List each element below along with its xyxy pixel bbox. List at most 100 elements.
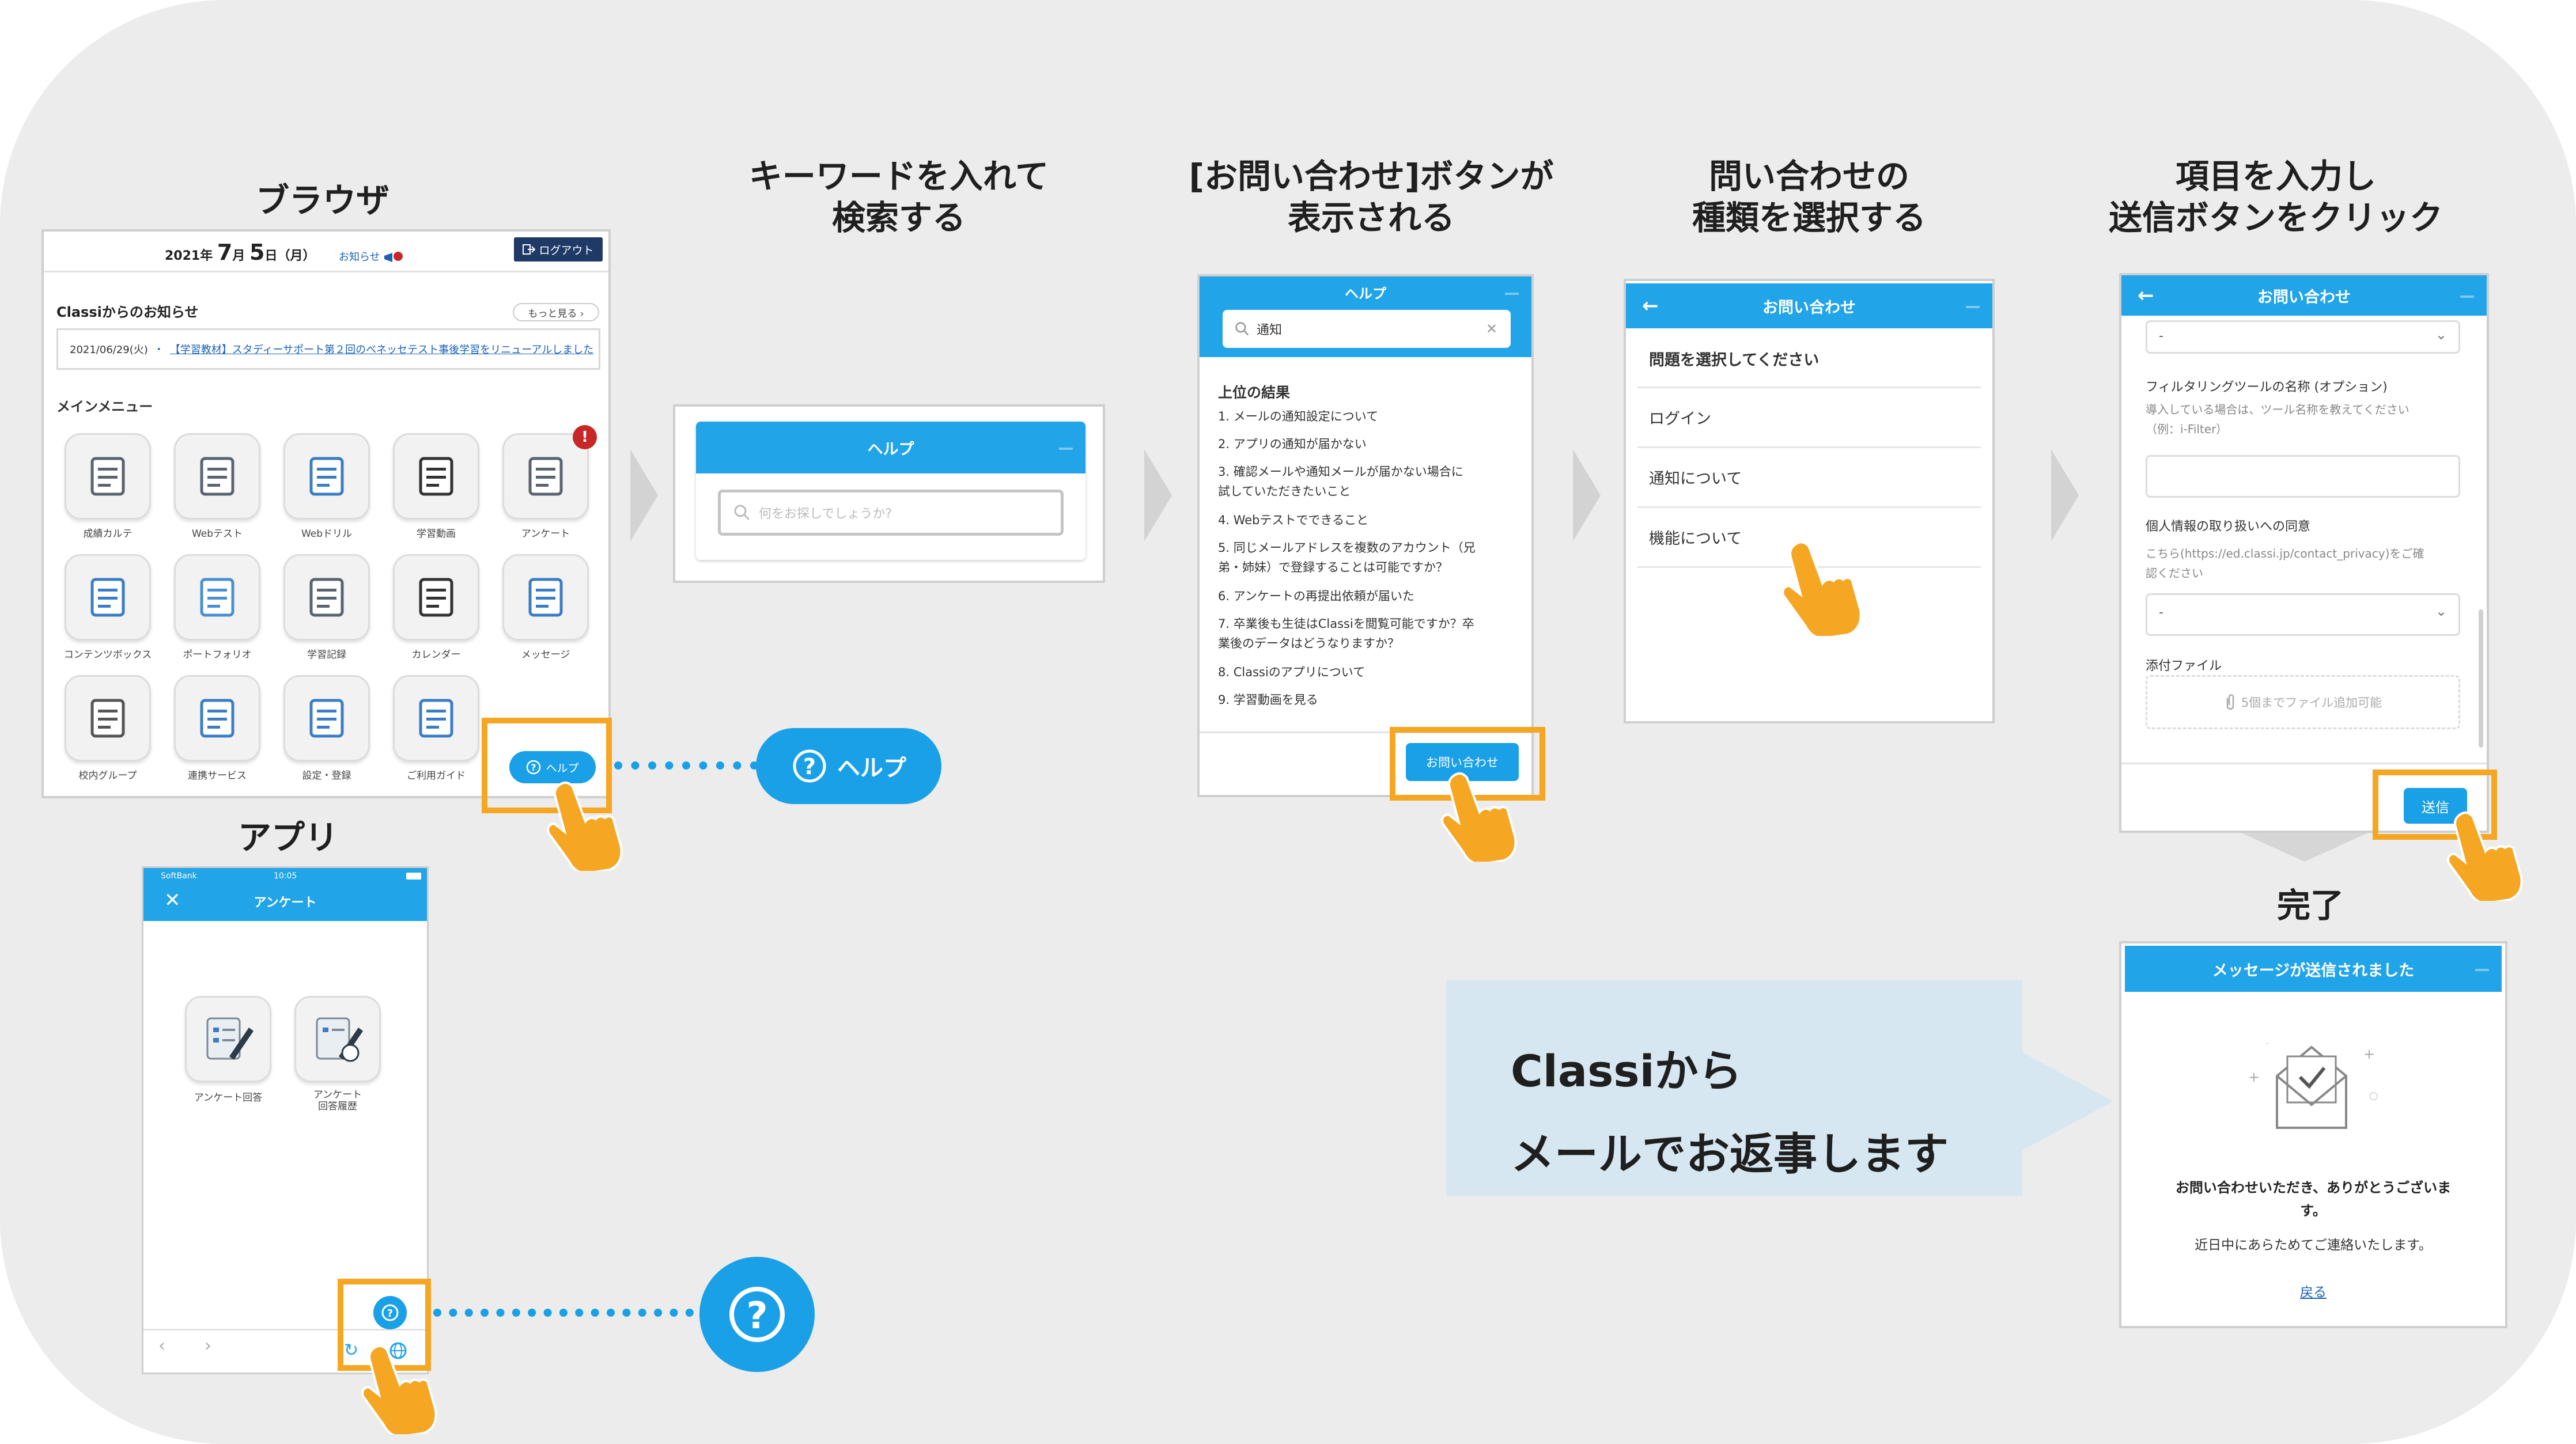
menu-tile-1[interactable] (65, 433, 151, 520)
folder-icon (90, 578, 125, 617)
help-button-label: ヘルプ (546, 761, 579, 775)
done-back-link[interactable]: 戻る (2300, 1285, 2327, 1300)
menu-heading: メインメニュー (56, 399, 153, 415)
help-search-header: ヘルプ (696, 422, 1085, 473)
logout-button[interactable]: ログアウト (514, 237, 603, 261)
form-select-top-value: - (2159, 329, 2163, 343)
menu-tile-2[interactable] (174, 433, 260, 520)
globe-icon[interactable] (389, 1341, 407, 1360)
privacy-select[interactable]: - ⌄ (2146, 593, 2460, 636)
result-item[interactable]: 3. 確認メールや通知メールが届かない場合に 試していただきたいこと (1218, 465, 1463, 498)
reload-icon[interactable]: ↻ (344, 1340, 359, 1360)
contact-form-screen: ← お問い合わせ - ⌄ フィルタリングツールの名称 (オプション) 導入してい… (2119, 273, 2489, 833)
more-button[interactable]: もっと見る › (513, 303, 599, 321)
back-arrow-icon[interactable]: ← (1642, 294, 1659, 317)
notice-item-link[interactable]: 【学習教材】スタディーサポート第２回のベネッセテスト事後学習をリニューアルしまし… (169, 344, 594, 356)
filter-help: 導入している場合は、ツール名称を教えてください （例：i-Filter） (2146, 403, 2409, 436)
house-pen-icon (309, 457, 344, 496)
app-carrier: SoftBank (161, 871, 197, 881)
reply-callout: Classiから メールでお返事します (1446, 980, 2022, 1196)
app-help-button[interactable]: ? (373, 1296, 407, 1329)
help-search-input[interactable]: 何をお探しでしょうか? (718, 490, 1064, 536)
help-question-icon: ? (527, 760, 541, 775)
menu-tile-14[interactable] (393, 675, 479, 761)
result-item[interactable]: 4. Webテストでできること (1218, 513, 1369, 527)
contact-form-title: お問い合わせ (2257, 288, 2351, 306)
app-survey-answer-tile[interactable] (185, 996, 271, 1082)
form-footer-divider (2121, 763, 2487, 764)
app-close-icon[interactable]: ✕ (164, 889, 181, 912)
menu-tile-label: 連携サービス (188, 770, 247, 782)
menu-tile-label: 設定・登録 (302, 770, 351, 782)
title-app: アプリ (237, 818, 338, 857)
date-day: 5 (249, 240, 265, 265)
hand-pointer-icon (361, 1344, 437, 1434)
filter-label: フィルタリングツールの名称 (オプション) (2146, 380, 2388, 395)
menu-tile-13[interactable] (283, 675, 370, 761)
help-results-search-input[interactable]: 通知 ✕ (1223, 310, 1511, 348)
title-done: 完了 (2276, 886, 2344, 925)
calendar-icon (419, 578, 453, 617)
notice-label: お知らせ (339, 251, 380, 263)
result-item[interactable]: 8. Classiのアプリについて (1218, 665, 1365, 679)
help-zoom-button: ? ヘルプ (756, 728, 941, 804)
down-arrow-icon (2241, 833, 2368, 862)
menu-tile-8[interactable] (283, 554, 370, 640)
contact-type-option-login[interactable]: ログイン (1637, 388, 1981, 448)
contact-type-screen: ← お問い合わせ 問題を選択してください ログイン 通知について 機能について (1624, 279, 1995, 723)
menu-tile-label: 校内グループ (78, 770, 137, 782)
menu-tile-3[interactable] (283, 433, 370, 520)
filter-input[interactable] (2146, 455, 2460, 498)
form-scrollbar[interactable] (2479, 609, 2483, 748)
menu-tile-6[interactable] (65, 554, 151, 640)
flow-chevron-icon (1144, 449, 1172, 541)
menu-tile-7[interactable] (174, 554, 260, 640)
done-thanks: お問い合わせいただき、ありがとうございま す。 (2175, 1180, 2452, 1219)
help-highlight (482, 718, 612, 813)
envelope-check-icon: + + · ○ (2248, 1038, 2378, 1129)
notice-link[interactable]: お知らせ (339, 249, 403, 264)
app-screen: SoftBank 10:05 ✕ アンケート アンケート回答 アンケート 回答履… (142, 866, 429, 1374)
survey-alert-badge: ! (573, 425, 597, 449)
menu-tile-12[interactable] (174, 675, 260, 761)
result-item[interactable]: 9. 学習動画を見る (1218, 693, 1318, 707)
menu-tile-10[interactable] (502, 554, 589, 640)
result-item[interactable]: 5. 同じメールアドレスを複数のアカウント（兄 弟・姉妹）で登録することは可能で… (1218, 541, 1476, 574)
menu-tile-9[interactable] (393, 554, 479, 640)
menu-tile-label: 学習動画 (417, 528, 456, 540)
result-item[interactable]: 2. アプリの通知が届かない (1218, 437, 1367, 451)
callout-line1: Classiから (1511, 1045, 1742, 1097)
result-item[interactable]: 6. アンケートの再提出依頼が届いた (1218, 589, 1414, 603)
back-arrow-icon[interactable]: ← (2138, 284, 2154, 307)
form-select-top[interactable]: - ⌄ (2146, 320, 2460, 354)
app-survey-history-tile[interactable] (294, 996, 381, 1082)
attach-hint: 5個までファイル追加可能 (2241, 696, 2382, 710)
date-day-unit: 日（月） (264, 249, 316, 263)
battery-icon (406, 873, 421, 880)
survey-pen-icon (206, 1017, 254, 1060)
menu-tile-11[interactable] (65, 675, 151, 761)
menu-tile-4[interactable] (393, 433, 479, 520)
header-divider (44, 271, 608, 272)
attach-dropzone[interactable]: 5個までファイル追加可能 (2146, 675, 2460, 729)
hub-icon (200, 699, 234, 738)
callout-pointer (2021, 1052, 2113, 1151)
notice-item[interactable]: 2021/06/29(火) ・ 【学習教材】スタディーサポート第２回のベネッセテ… (56, 328, 600, 370)
notebook-icon (200, 578, 234, 617)
menu-tile-5[interactable] (502, 433, 589, 520)
survey-icon (528, 457, 563, 496)
contact-type-option-notice[interactable]: 通知について (1637, 448, 1981, 508)
app-back-nav[interactable]: ‹ (158, 1336, 165, 1356)
menu-tile-label: アンケート (521, 528, 570, 540)
group-icon (90, 699, 125, 738)
help-button[interactable]: ? ヘルプ (509, 751, 596, 783)
result-item[interactable]: 1. メールの通知設定について (1218, 410, 1379, 423)
result-item[interactable]: 7. 卒業後も生徒はClassiを閲覧可能ですか？卒 業後のデータはどうなります… (1218, 617, 1474, 650)
survey-history-icon (316, 1017, 363, 1062)
search-icon (1235, 322, 1249, 336)
notice-date: 2021/06/29(火) (70, 344, 148, 356)
app-forward-nav[interactable]: › (205, 1336, 211, 1356)
clear-icon[interactable]: ✕ (1485, 321, 1497, 337)
